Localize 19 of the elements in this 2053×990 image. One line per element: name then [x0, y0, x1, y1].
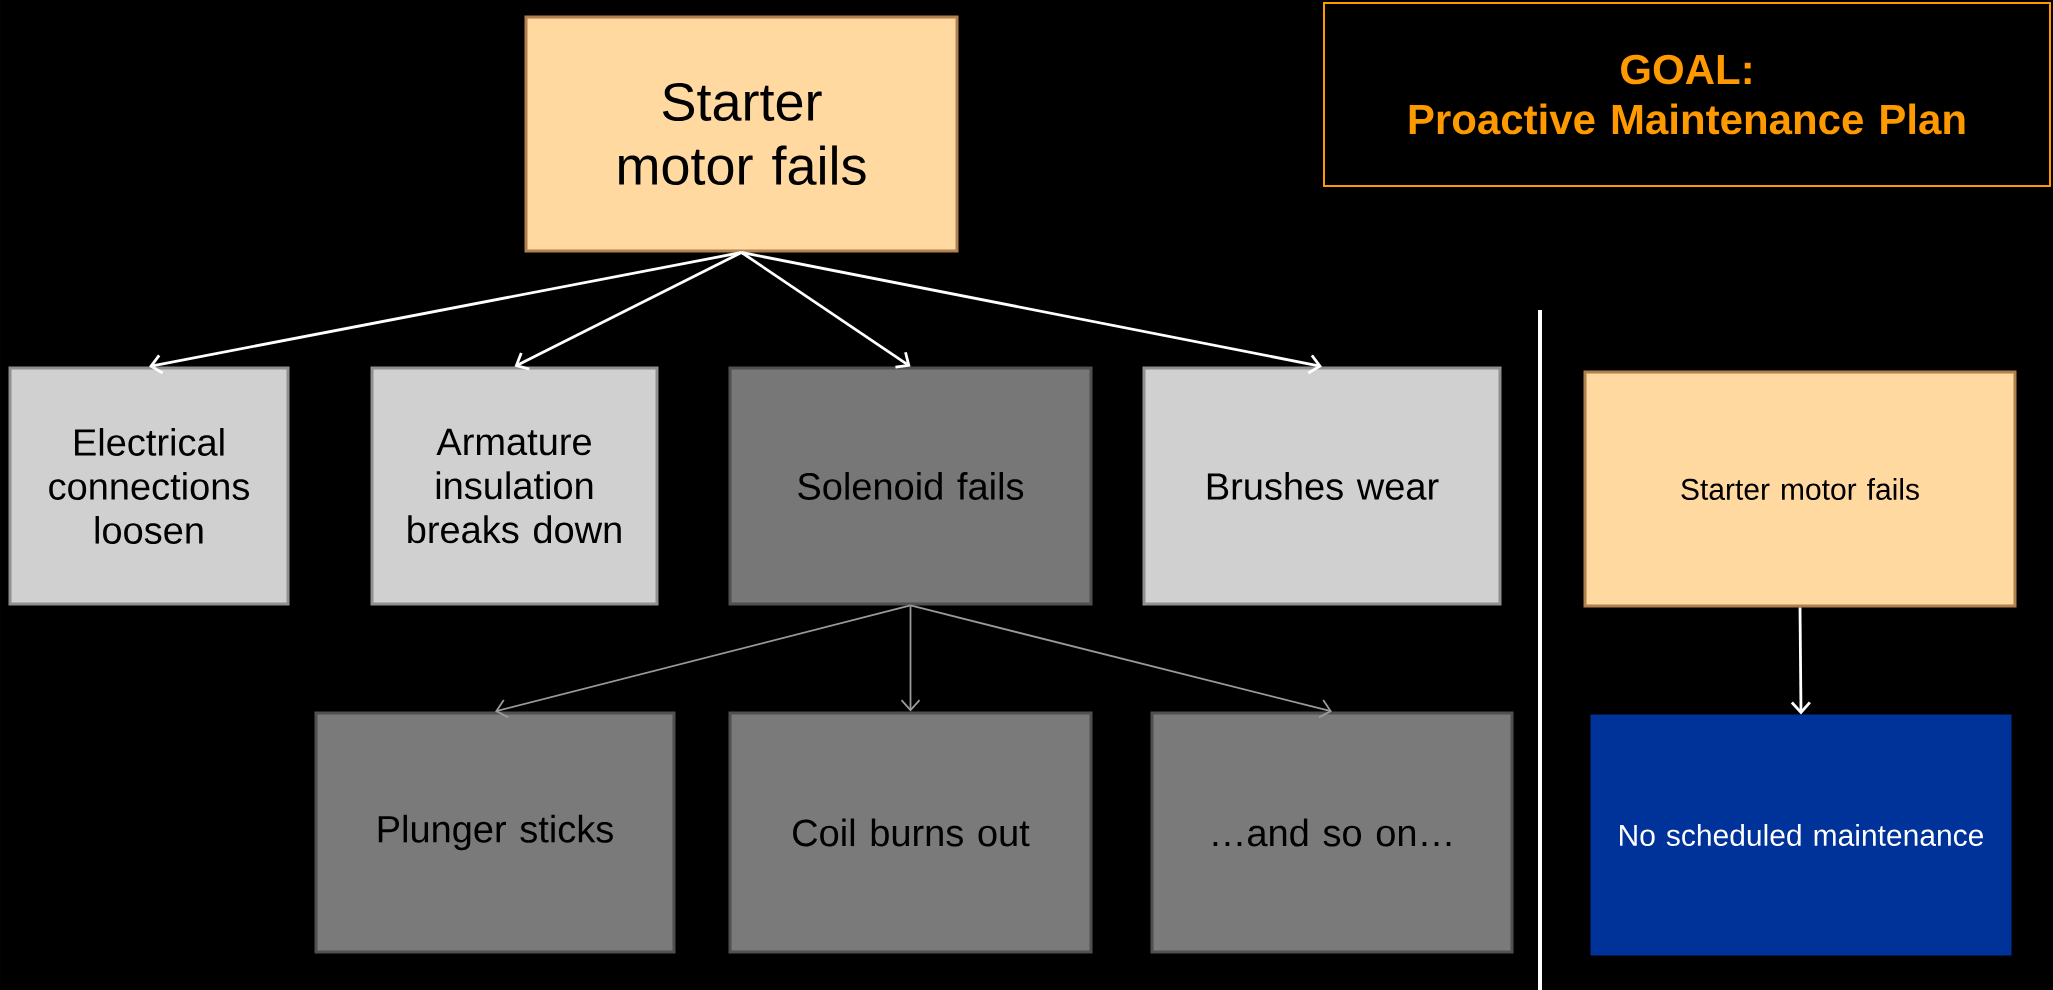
process-box: …and so on…: [1150, 711, 1514, 954]
process-box: Plunger sticks: [314, 711, 676, 954]
arrow: [514, 251, 743, 371]
process-box: Starter motor fails: [1583, 370, 2017, 608]
goal-box: GOAL: Proactive Maintenance Plan: [1323, 2, 2051, 187]
arrow: [909, 604, 1332, 719]
arrow: [900, 604, 921, 712]
process-box: Electrical connections loosen: [8, 366, 290, 606]
arrow: [740, 251, 911, 369]
process-box: Solenoid fails: [728, 366, 1093, 606]
process-box: Coil burns out: [728, 711, 1093, 954]
process-box: Brushes wear: [1142, 366, 1502, 606]
arrow: [741, 251, 1322, 375]
process-box: No scheduled maintenance: [1590, 714, 2012, 956]
arrow: [495, 604, 912, 719]
arrow: [1790, 607, 1811, 715]
arrow: [149, 251, 742, 375]
process-box: Starter motor fails: [524, 15, 959, 253]
process-box: Armature insulation breaks down: [370, 366, 659, 606]
